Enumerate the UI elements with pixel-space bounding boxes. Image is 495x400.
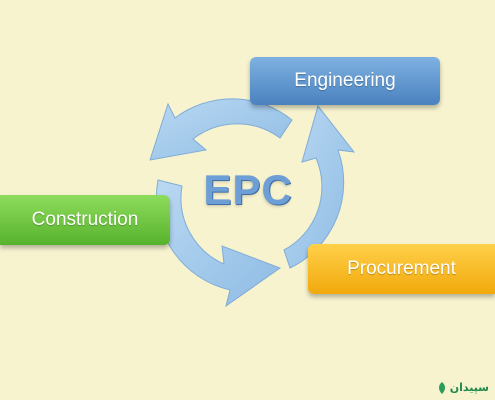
logo-text: سپیدان <box>449 381 489 394</box>
epc-center-label: EPC <box>203 166 293 213</box>
construction-node: Construction <box>0 195 170 245</box>
leaf-icon <box>438 381 445 394</box>
arrow-top-left <box>149 98 293 161</box>
engineering-node: Engineering <box>250 57 440 105</box>
brand-logo: سپیدان <box>437 381 489 394</box>
procurement-node: Procurement <box>308 244 495 294</box>
arrow-right <box>283 104 356 269</box>
